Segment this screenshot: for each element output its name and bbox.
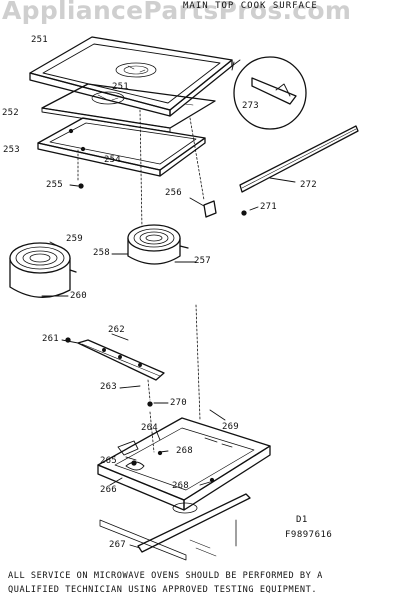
part-label-257: 257 xyxy=(194,256,211,266)
base-pan-part xyxy=(97,417,271,514)
part-label-260: 260 xyxy=(70,291,87,301)
part-label-264: 264 xyxy=(141,423,158,433)
part-label-268-upper: 268 xyxy=(176,446,193,456)
part-label-254: 254 xyxy=(104,155,121,165)
mounting-rail-part xyxy=(77,339,165,381)
service-note-line1: ALL SERVICE ON MICROWAVE OVENS SHOULD BE… xyxy=(8,571,323,581)
front-strip-part xyxy=(99,493,251,561)
service-note-line2: QUALIFIED TECHNICIAN USING APPROVED TEST… xyxy=(8,585,318,595)
part-label-269: 269 xyxy=(222,422,239,432)
part-label-270: 270 xyxy=(170,398,187,408)
part-label-273: 273 xyxy=(242,101,259,111)
detail-callout xyxy=(231,56,307,130)
watermark-logo: AppliancePartsPros.com xyxy=(2,0,352,25)
cooktop-frame-part xyxy=(29,36,233,117)
lower-frame-part xyxy=(37,117,206,177)
part-label-271: 271 xyxy=(260,202,277,212)
part-label-267: 267 xyxy=(109,540,126,550)
part-label-262: 262 xyxy=(108,325,125,335)
part-label-258: 258 xyxy=(93,248,110,258)
diagram-code-line2: F9897616 xyxy=(285,530,333,540)
bracket-part xyxy=(189,197,217,218)
part-label-256: 256 xyxy=(165,188,182,198)
part-label-265: 265 xyxy=(100,456,117,466)
part-label-252: 252 xyxy=(2,108,19,118)
part-label-263: 263 xyxy=(100,382,117,392)
part-label-251-glass: 251 xyxy=(112,82,129,92)
surface-element-small-part xyxy=(111,224,197,265)
part-label-259: 259 xyxy=(66,234,83,244)
part-label-261: 261 xyxy=(42,334,59,344)
part-label-266: 266 xyxy=(100,485,117,495)
part-label-251-frame: 251 xyxy=(31,35,48,45)
diagram-title: MAIN TOP COOK SURFACE xyxy=(183,1,318,11)
part-label-268-lower: 268 xyxy=(172,481,189,491)
surface-element-large-part xyxy=(9,241,77,298)
part-label-272: 272 xyxy=(300,180,317,190)
part-label-253: 253 xyxy=(3,145,20,155)
part-label-255: 255 xyxy=(46,180,63,190)
trim-strip-part xyxy=(239,125,359,193)
diagram-code-line1: D1 xyxy=(296,515,308,525)
